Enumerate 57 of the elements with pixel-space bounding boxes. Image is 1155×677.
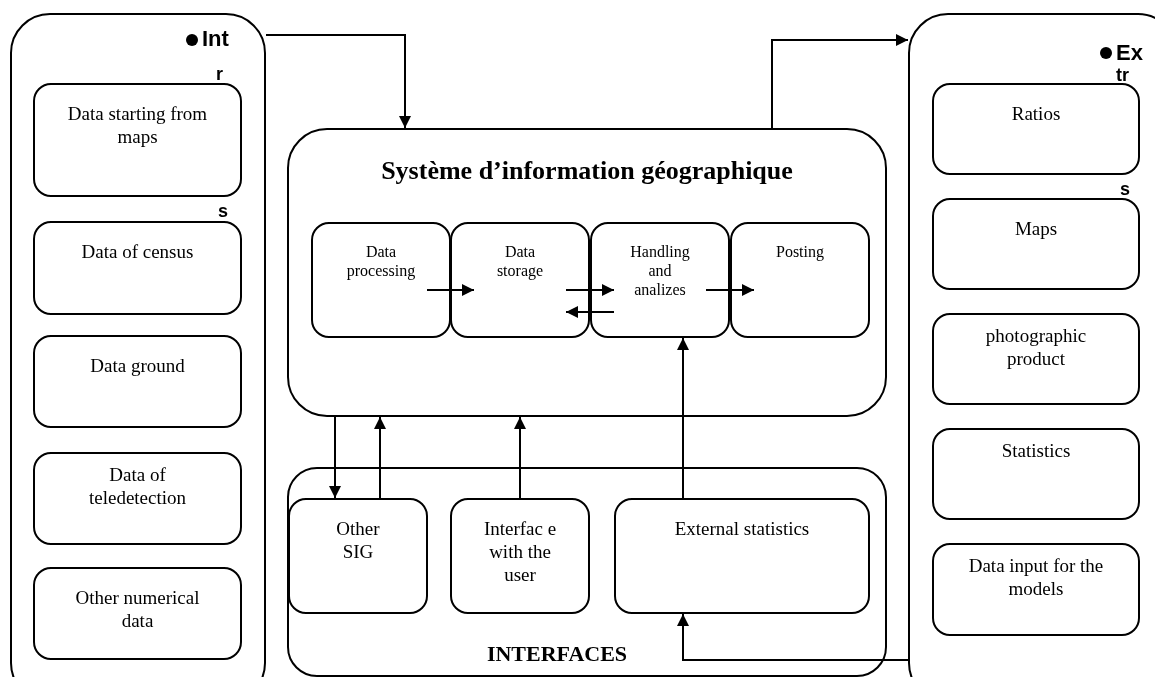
arrow	[677, 613, 909, 661]
arrow	[705, 284, 755, 296]
panel-heading-fragment: s	[1120, 180, 1130, 198]
rounded-box	[932, 313, 1140, 405]
rounded-box	[311, 222, 451, 338]
box-label: External statistics	[674, 518, 810, 541]
box-label: Data starting from maps	[66, 103, 209, 149]
box-label: Other numerical data	[74, 587, 201, 633]
rounded-box	[288, 498, 428, 614]
rounded-panel	[287, 467, 887, 677]
panel-heading-fragment: s	[218, 202, 228, 220]
box-label: Data of teledetection	[87, 464, 188, 510]
arrow	[771, 34, 909, 129]
arrow	[374, 416, 386, 499]
rounded-box	[932, 198, 1140, 290]
box-label: Data processing	[345, 242, 417, 281]
box-label: Interfac e with the user	[482, 518, 558, 587]
section-title: Système d’information géographique	[380, 158, 794, 184]
rounded-box	[730, 222, 870, 338]
rounded-box	[33, 83, 242, 197]
rounded-panel	[908, 13, 1155, 677]
arrow	[565, 306, 615, 318]
box-label: Data ground	[90, 355, 185, 378]
arrow	[426, 284, 475, 296]
rounded-box	[932, 83, 1140, 175]
arrow	[514, 416, 526, 499]
box-label: photographic product	[984, 325, 1088, 371]
rounded-box	[450, 498, 590, 614]
panel-heading-fragment: tr	[1116, 66, 1129, 84]
box-label: Data input for the models	[968, 555, 1104, 601]
box-label: Handling and analizes	[629, 242, 691, 300]
arrow	[565, 284, 615, 296]
box-label: Data storage	[495, 242, 545, 281]
rounded-box	[33, 567, 242, 660]
arrow	[677, 337, 689, 499]
rounded-panel	[10, 13, 266, 677]
box-label: Maps	[1014, 218, 1058, 241]
section-title: INTERFACES	[485, 643, 629, 665]
panel-heading-fragment: Int	[202, 28, 229, 50]
rounded-box	[33, 221, 242, 315]
arrow	[265, 34, 411, 129]
panel-heading-fragment: Ex	[1116, 42, 1143, 64]
rounded-panel	[287, 128, 887, 417]
box-label: Posting	[776, 242, 824, 262]
rounded-box	[932, 543, 1140, 636]
box-label: Data of census	[81, 241, 194, 264]
rounded-box	[590, 222, 730, 338]
box-label: Ratios	[1011, 103, 1061, 126]
rounded-box	[614, 498, 870, 614]
rounded-box	[450, 222, 590, 338]
rounded-box	[932, 428, 1140, 520]
box-label: Statistics	[1001, 440, 1071, 463]
arrow	[329, 416, 341, 499]
rounded-box	[33, 452, 242, 545]
panel-heading-fragment: r	[216, 65, 223, 83]
rounded-box	[33, 335, 242, 428]
box-label: Other SIG	[335, 518, 381, 564]
